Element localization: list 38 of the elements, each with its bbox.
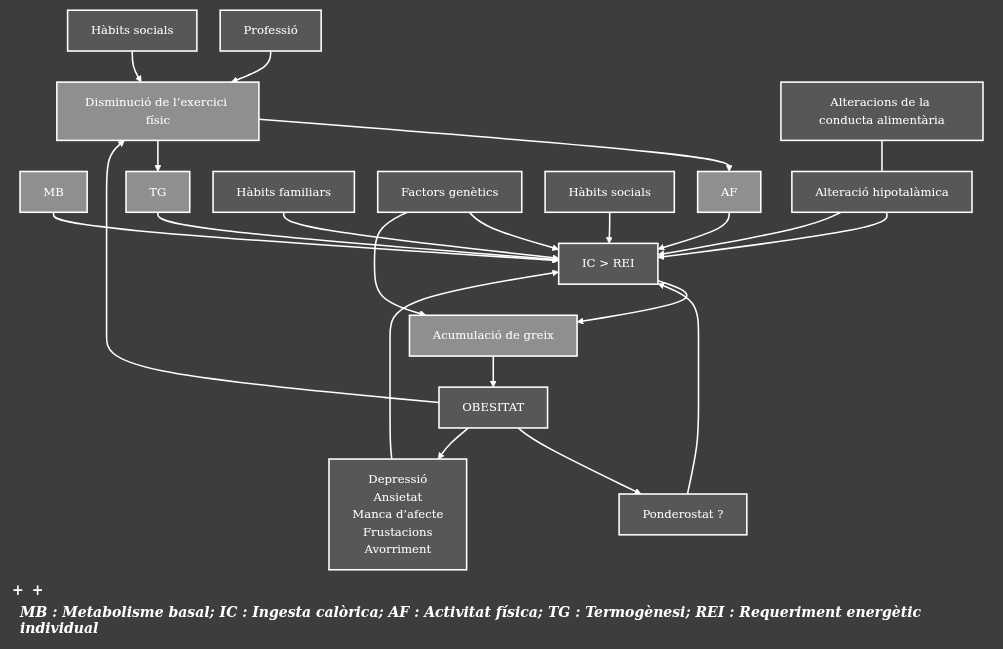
- arrow: [605, 211, 613, 244]
- arrow: [105, 140, 440, 404]
- plus-sign: +: [12, 582, 24, 598]
- arrow: [52, 211, 559, 264]
- arrow: [657, 211, 888, 261]
- node-box: TG: [125, 170, 191, 214]
- caption: MB : Metabolisme basal; IC : Ingesta calòrica; AF : Activitat física; TG : Termogènesi; REI : Requeriment energètic individual: [20, 604, 922, 636]
- arrow: [157, 211, 559, 263]
- node-box: Factors genètics: [376, 170, 523, 214]
- arrow: [131, 50, 142, 83]
- arrow: [468, 211, 559, 251]
- arrow: [657, 282, 700, 495]
- arrow: [231, 50, 272, 83]
- arrow: [258, 118, 733, 172]
- node-box: AF: [696, 170, 762, 214]
- node-box: Disminució de l’exercici físic: [56, 81, 260, 142]
- node-box: Alteracions de la conducta alimentària: [780, 81, 984, 142]
- arrow: [517, 427, 642, 495]
- plus-sign: +: [31, 582, 44, 598]
- connector: [881, 139, 883, 173]
- node-box: Hàbits socials: [66, 9, 198, 52]
- node-box: MB: [19, 170, 88, 214]
- node-box: Hàbits familiars: [212, 170, 356, 214]
- node-box: Professió: [219, 9, 322, 52]
- node-box: IC > REI: [557, 242, 659, 285]
- arrow: [389, 269, 559, 460]
- arrow: [282, 211, 559, 261]
- arrow: [657, 211, 842, 258]
- node-box: Hàbits socials: [544, 170, 676, 214]
- node-box: Acumulació de greix: [408, 314, 578, 357]
- arrow: [657, 211, 730, 251]
- arrow: [154, 139, 162, 172]
- node-box: Alteració hipotalàmica: [791, 170, 973, 214]
- node-box: OBESITAT: [438, 386, 549, 429]
- node-box: Depressió Ansietat Manca d’afecte Frustacions Avorriment: [328, 458, 468, 571]
- node-box: Ponderostat ?: [618, 493, 748, 536]
- arrow: [489, 355, 497, 388]
- arrow: [437, 427, 470, 460]
